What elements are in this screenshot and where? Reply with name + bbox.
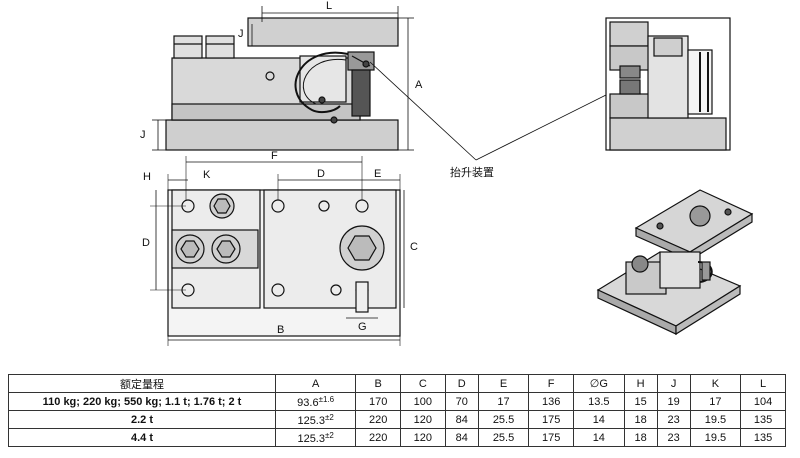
cell-A-tolerance: ±1.6: [318, 394, 335, 404]
cell-F: 175: [528, 410, 575, 429]
header-B: B: [355, 374, 401, 393]
cell-B: 170: [355, 392, 401, 411]
cell-E: 25.5: [477, 410, 530, 429]
isometric-view: [596, 189, 754, 336]
cell-A: 93.6±1.6: [274, 392, 357, 411]
header-D: D: [444, 374, 479, 393]
cell-B: 220: [355, 428, 401, 447]
cell-L: 135: [740, 428, 786, 447]
cell-C: 120: [400, 428, 446, 447]
header-G: ∅G: [573, 374, 625, 393]
cell-E: 25.5: [477, 428, 530, 447]
cell-F: 136: [528, 392, 575, 411]
cell-C: 100: [400, 392, 446, 411]
cell-A-tolerance: ±2: [324, 430, 334, 440]
cell-B: 220: [355, 410, 401, 429]
cell-K: 17: [689, 392, 742, 411]
cell-J: 23: [656, 410, 691, 429]
table-header-row: 额定量程 A B C D E F ∅G H J K L: [8, 374, 786, 393]
cell-G: 14: [573, 410, 625, 429]
header-K: K: [689, 374, 742, 393]
header-rated-capacity: 额定量程: [8, 374, 276, 393]
dim-label-A: A: [415, 79, 423, 91]
cell-model: 110 kg; 220 kg; 550 kg; 1.1 t; 1.76 t; 2…: [8, 392, 276, 411]
header-C: C: [400, 374, 446, 393]
dim-label-K: K: [203, 169, 211, 181]
cell-D: 84: [444, 410, 479, 429]
cell-D: 84: [444, 428, 479, 447]
cell-H: 18: [623, 410, 658, 429]
dim-label-D-top: D: [317, 168, 325, 180]
table-row: 110 kg; 220 kg; 550 kg; 1.1 t; 1.76 t; 2…: [8, 392, 786, 411]
table-row: 2.2 t 125.3±2 220 120 84 25.5 175 14 18 …: [8, 410, 786, 429]
header-H: H: [623, 374, 658, 393]
technical-drawing: L J A J F D E H K D C B G 抬升装置: [140, 0, 754, 346]
dim-label-J-bottom: J: [140, 129, 146, 141]
cell-A-value: 93.6: [297, 396, 319, 409]
dimensions-table: 额定量程 A B C D E F ∅G H J K L 110 kg; 220 …: [8, 374, 786, 447]
header-A: A: [274, 374, 357, 393]
lifting-device-label: 抬升装置: [450, 165, 494, 179]
cell-K: 19.5: [689, 428, 742, 447]
header-F: F: [528, 374, 575, 393]
dim-label-D-side: D: [142, 237, 150, 249]
dim-label-G: G: [358, 321, 367, 333]
cell-K: 19.5: [689, 410, 742, 429]
cell-E: 17: [477, 392, 530, 411]
cell-L: 104: [740, 392, 786, 411]
cell-A-tolerance: ±2: [324, 412, 334, 422]
table-row: 4.4 t 125.3±2 220 120 84 25.5 175 14 18 …: [8, 428, 786, 447]
dim-label-C: C: [410, 241, 418, 253]
cell-C: 120: [400, 410, 446, 429]
cell-model: 2.2 t: [8, 410, 276, 429]
cell-A: 125.3±2: [274, 428, 357, 447]
cell-H: 15: [623, 392, 658, 411]
header-L: L: [740, 374, 786, 393]
cell-G: 14: [573, 428, 625, 447]
header-E: E: [477, 374, 530, 393]
top-view: [150, 156, 405, 346]
dim-label-E: E: [374, 168, 381, 180]
cell-A-value: 125.3: [297, 414, 325, 427]
cell-J: 19: [656, 392, 691, 411]
cell-G: 13.5: [573, 392, 625, 411]
cell-J: 23: [656, 428, 691, 447]
cell-A-value: 125.3: [297, 432, 325, 445]
header-J: J: [656, 374, 691, 393]
dim-label-J-top: J: [238, 28, 244, 40]
cell-L: 135: [740, 410, 786, 429]
front-view: [152, 6, 613, 161]
cell-H: 18: [623, 428, 658, 447]
cell-D: 70: [444, 392, 479, 411]
dim-label-F: F: [271, 150, 278, 162]
dim-label-L: L: [326, 0, 332, 12]
dim-label-H: H: [143, 171, 151, 183]
cell-A: 125.3±2: [274, 410, 357, 429]
detail-view: [605, 17, 731, 151]
dim-label-B: B: [277, 324, 284, 336]
cell-model: 4.4 t: [8, 428, 276, 447]
cell-F: 175: [528, 428, 575, 447]
